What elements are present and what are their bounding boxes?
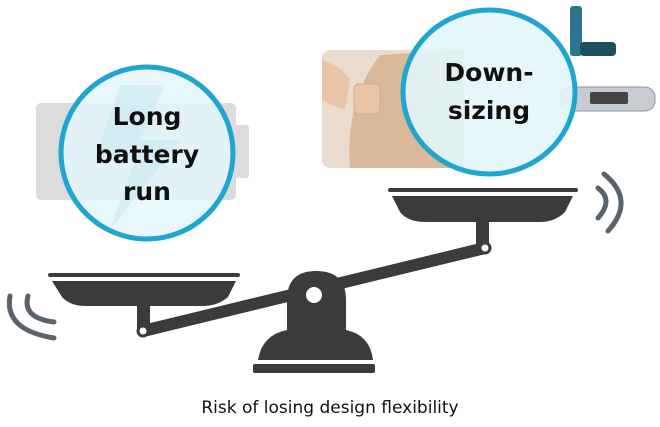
inhaler-photo — [570, 6, 616, 56]
scale — [48, 188, 578, 373]
right-bubble: Down- sizing — [400, 7, 578, 177]
caption: Risk of losing design flexibility — [201, 398, 459, 418]
motion-arcs-right — [595, 171, 624, 234]
glucometer-photo — [559, 86, 656, 112]
bubble-line-3: run — [123, 177, 171, 206]
right-pan — [388, 188, 578, 255]
bubble-line-1: Down- — [444, 58, 533, 87]
bubble-line-2: sizing — [448, 96, 530, 125]
bubble-line-1: Long — [113, 102, 182, 131]
left-pan — [48, 273, 240, 338]
bubble-line-2: battery — [95, 140, 199, 169]
fulcrum — [253, 271, 375, 373]
motion-arcs-left — [6, 293, 57, 341]
left-bubble: Long battery run — [58, 64, 236, 242]
